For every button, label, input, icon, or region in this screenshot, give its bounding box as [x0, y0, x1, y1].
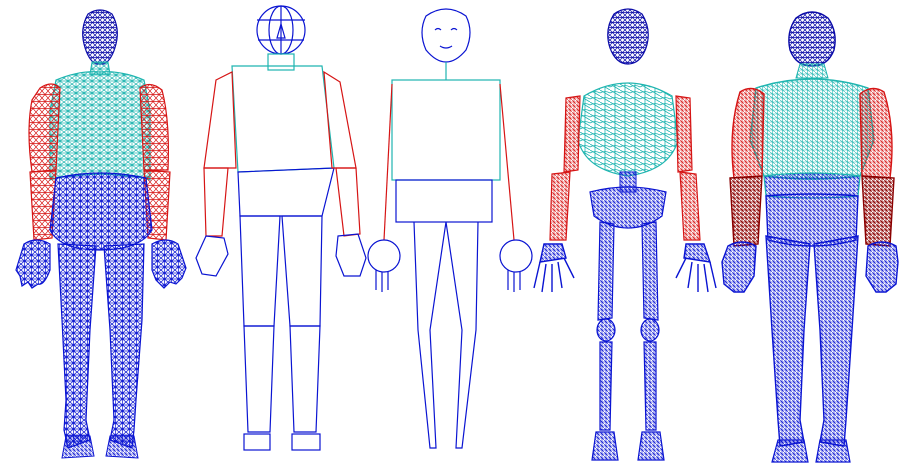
left-tibia: [600, 342, 612, 430]
right-leg-dense-mesh: [814, 236, 858, 446]
left-foot-box: [244, 434, 270, 450]
neck-dense-mesh: [796, 64, 828, 78]
left-forearm-box: [204, 168, 228, 236]
left-foot-dense-mesh: [772, 440, 808, 462]
right-forearm-box: [336, 168, 360, 236]
right-hand-box: [336, 234, 366, 276]
pelvis-box: [238, 168, 334, 216]
left-hand-bones: [534, 244, 574, 292]
right-knee: [641, 319, 659, 341]
left-foot-bones: [592, 432, 618, 460]
left-arm-line: [384, 84, 392, 240]
left-leg-dense-mesh: [766, 236, 810, 446]
head-mesh: [83, 10, 118, 64]
right-forearm-dark-mesh: [862, 176, 894, 246]
right-foot-bones: [638, 432, 664, 460]
head-dense-mesh: [789, 12, 835, 66]
skull-mesh: [608, 9, 649, 64]
figure-box-stick-human: [196, 6, 366, 450]
right-humerus: [676, 96, 692, 172]
ribcage-mesh: [578, 83, 678, 176]
left-shin-box: [244, 326, 274, 432]
right-arm-line: [500, 84, 514, 240]
neck-box: [268, 54, 294, 70]
head-sphere: [257, 6, 305, 54]
left-upper-arm-mesh: [29, 84, 60, 172]
right-foot-dense-mesh: [816, 440, 850, 462]
torso-dense-mesh: [750, 79, 874, 179]
left-forearm-dark-mesh: [730, 176, 762, 246]
left-forearm-bones: [550, 172, 570, 240]
left-knee: [597, 319, 615, 341]
left-humerus: [564, 96, 580, 172]
right-hand-dense-mesh: [866, 242, 898, 292]
left-thigh-box: [240, 216, 280, 326]
right-femur: [642, 222, 658, 320]
legs-outline: [414, 222, 478, 448]
left-shoulder-arm-mesh: [732, 88, 764, 178]
left-femur: [598, 222, 614, 320]
figure-skeleton-human: [534, 9, 716, 460]
figure-simple-stick-human: [368, 9, 532, 448]
torso-mesh: [50, 72, 150, 180]
right-shoulder-arm-mesh: [860, 88, 892, 178]
left-hand-dense-mesh: [722, 242, 756, 292]
torso-rectangle: [392, 80, 500, 180]
left-hand-outline: [368, 240, 400, 292]
right-forearm-bones: [680, 172, 700, 240]
face-outline: [422, 9, 470, 62]
left-hand-box: [196, 236, 228, 276]
right-thigh-box: [282, 216, 322, 326]
figure-muscular-mesh-human: [722, 12, 898, 462]
right-hand-bones: [676, 244, 716, 292]
pelvis-mesh: [50, 173, 152, 250]
right-foot-mesh: [106, 436, 138, 458]
left-leg-mesh: [58, 244, 96, 448]
right-tibia: [644, 342, 656, 430]
left-upper-arm-box: [204, 72, 236, 168]
pelvis-rectangle: [396, 180, 492, 222]
right-leg-mesh: [104, 244, 144, 448]
right-foot-box: [292, 434, 320, 450]
right-hand-mesh: [152, 240, 186, 288]
torso-box: [232, 66, 334, 172]
right-hand-outline: [500, 240, 532, 292]
right-shin-box: [290, 326, 320, 432]
right-upper-arm-mesh: [140, 84, 168, 170]
left-foot-mesh: [62, 436, 94, 458]
left-hand-mesh: [16, 240, 50, 288]
figure-dense-mesh-human: [16, 10, 186, 458]
